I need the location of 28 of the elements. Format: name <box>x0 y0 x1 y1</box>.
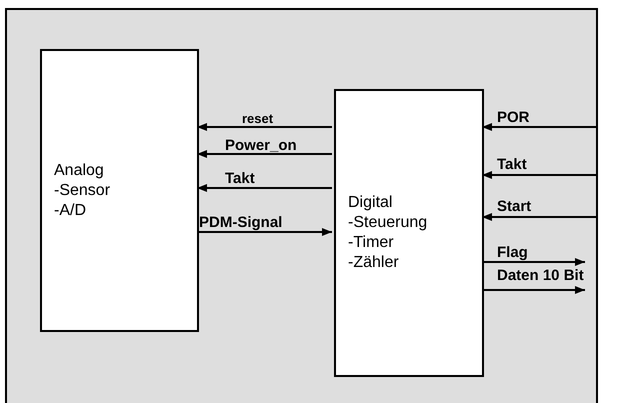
block-text: -Zähler <box>348 253 400 273</box>
arrow <box>197 150 332 158</box>
edge-label: Start <box>497 199 532 214</box>
frame-box <box>5 8 598 403</box>
arrow <box>482 286 585 294</box>
edge-label: Power_on <box>225 138 297 153</box>
arrow <box>482 213 598 221</box>
arrow <box>482 258 585 266</box>
arrow <box>197 123 332 131</box>
block-text: -Steuerung <box>348 213 428 233</box>
edge-label: reset <box>242 112 274 125</box>
edge-label: Flag <box>497 245 528 260</box>
block-box <box>40 49 199 332</box>
block-text: -A/D <box>54 200 87 220</box>
block-text: -Timer <box>348 233 395 253</box>
edge-label: PDM-Signal <box>199 215 282 230</box>
arrow <box>482 123 598 131</box>
edge-label: Takt <box>225 171 255 186</box>
arrow <box>482 171 598 179</box>
block-text: Analog <box>54 160 105 180</box>
edge-label: POR <box>497 110 530 125</box>
edge-label: Takt <box>497 157 527 172</box>
arrow <box>197 184 332 192</box>
block-box <box>334 89 484 377</box>
block-text: -Sensor <box>54 180 112 200</box>
edge-label: Daten 10 Bit <box>497 268 584 283</box>
block-text: Digital <box>348 193 394 213</box>
arrow <box>197 228 332 236</box>
